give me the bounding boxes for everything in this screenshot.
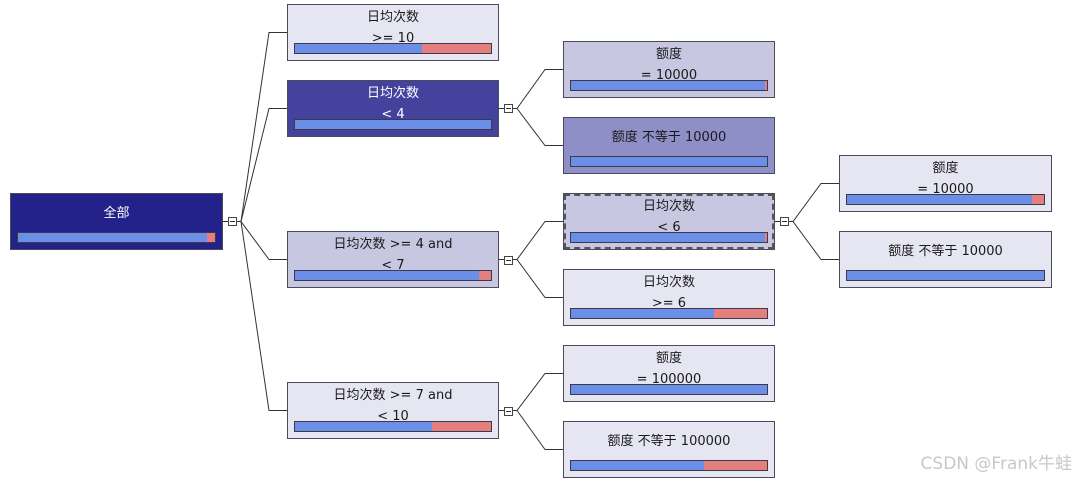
bar-segment-blue [847,195,1033,204]
node-label: 日均次数 >= 4 and < 7 [333,237,453,273]
node-limit-ne-10000-sub[interactable]: 额度 不等于 10000 [839,231,1052,288]
edge-n_7to10-n_7to10_ne [499,410,563,450]
node-label: 全部 [103,206,130,221]
edge-n_4to7_lt6-n_lt6_ne [775,221,839,260]
node-label: 额度 = 100000 [636,351,702,387]
node-label: 日均次数 >= 6 [642,275,695,311]
bar-segment-red [479,271,491,280]
node-limit-eq-10000-sub[interactable]: 额度 = 10000 [839,155,1052,212]
distribution-bar [570,232,768,243]
bar-segment-blue [295,422,433,431]
edge-n_7to10-n_7to10_eq [499,373,563,411]
bar-segment-blue [295,120,491,129]
node-daily-count-7-to-10[interactable]: 日均次数 >= 7 and < 10 [287,382,499,439]
node-limit-eq-100000[interactable]: 额度 = 100000 [563,345,775,402]
node-daily-count-lt-4[interactable]: 日均次数 < 4 [287,80,499,137]
bar-segment-red [432,422,491,431]
node-limit-ne-10000[interactable]: 额度 不等于 10000 [563,117,775,174]
node-label: 额度 不等于 100000 [607,434,731,449]
distribution-bar [570,308,768,319]
node-label: 日均次数 >= 10 [366,10,419,46]
node-label: 额度 = 10000 [917,161,974,197]
bar-segment-blue [847,271,1044,280]
node-label: 额度 不等于 10000 [888,244,1003,259]
node-label: 额度 = 10000 [640,47,698,83]
edge-root-n_7to10 [223,221,287,411]
node-label: 日均次数 >= 7 and < 10 [333,388,453,424]
bar-segment-blue [571,157,767,166]
edge-n_lt4-n_lt4_eq [499,69,563,109]
bar-segment-blue [18,233,208,242]
bar-segment-blue [571,81,766,90]
node-label: 额度 不等于 10000 [611,130,727,145]
edge-n_4to7-n_4to7_ge6 [499,259,563,298]
edge-n_4to7-n_4to7_lt6 [499,221,563,260]
distribution-bar [570,460,768,471]
distribution-bar [294,421,492,432]
bar-segment-red [422,44,491,53]
collapse-toggle-icon[interactable] [780,217,789,226]
bar-segment-red [714,309,767,318]
node-daily-count-4-to-7[interactable]: 日均次数 >= 4 and < 7 [287,231,499,288]
distribution-bar [846,194,1045,205]
edge-root-n_4to7 [223,221,287,260]
bar-segment-blue [571,233,766,242]
bar-segment-red [207,233,215,242]
distribution-bar [294,43,492,54]
collapse-toggle-icon[interactable] [504,256,513,265]
distribution-bar [570,156,768,167]
bar-segment-blue [571,461,705,470]
distribution-bar [570,384,768,395]
node-daily-count-ge-10[interactable]: 日均次数 >= 10 [287,4,499,61]
distribution-bar [846,270,1045,281]
bar-segment-blue [295,271,480,280]
bar-segment-red [765,81,767,90]
node-daily-count-lt-6[interactable]: 日均次数 < 6 [563,193,775,250]
node-label: 日均次数 < 6 [642,199,695,235]
edge-root-n_ge10 [223,32,287,222]
node-root[interactable]: 全部 [10,193,223,250]
node-label: 日均次数 < 4 [366,86,419,122]
bar-segment-blue [571,309,715,318]
bar-segment-red [1032,195,1044,204]
node-limit-ne-100000[interactable]: 额度 不等于 100000 [563,421,775,478]
bar-segment-blue [571,385,767,394]
bar-segment-blue [295,44,423,53]
edge-n_4to7_lt6-n_lt6_eq [775,183,839,222]
bar-segment-red [765,233,767,242]
distribution-bar [294,270,492,281]
collapse-toggle-icon[interactable] [228,217,237,226]
node-limit-eq-10000[interactable]: 额度 = 10000 [563,41,775,98]
watermark: CSDN @Frank牛蛙 [920,454,1072,474]
edge-n_lt4-n_lt4_ne [499,108,563,146]
distribution-bar [17,232,216,243]
collapse-toggle-icon[interactable] [504,407,513,416]
distribution-bar [294,119,492,130]
node-daily-count-ge-6[interactable]: 日均次数 >= 6 [563,269,775,326]
collapse-toggle-icon[interactable] [504,104,513,113]
distribution-bar [570,80,768,91]
bar-segment-red [704,461,767,470]
